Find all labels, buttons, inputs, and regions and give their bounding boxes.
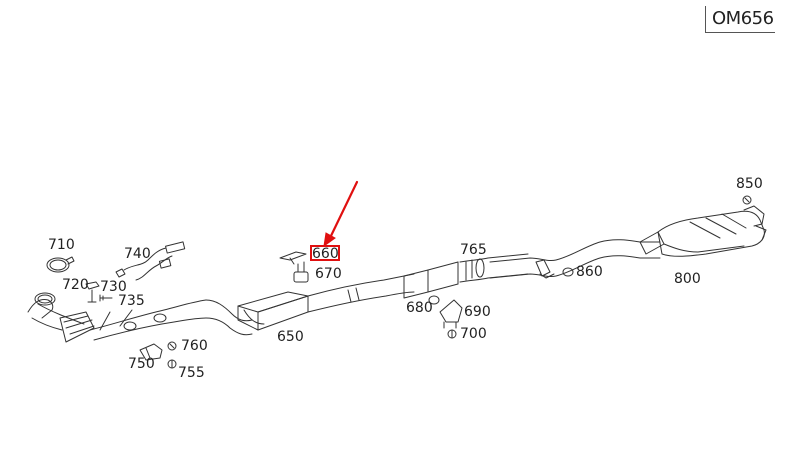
label-700[interactable]: 700 bbox=[460, 326, 487, 342]
part-735-bolt[interactable] bbox=[99, 294, 113, 302]
part-650-muffler[interactable] bbox=[237, 273, 415, 331]
part-750-clamp[interactable] bbox=[139, 343, 163, 361]
part-center-pipe[interactable] bbox=[403, 253, 529, 299]
highlight-box-660 bbox=[310, 245, 340, 261]
part-700-bolt[interactable] bbox=[447, 329, 457, 339]
label-710[interactable]: 710 bbox=[48, 237, 75, 253]
part-660-bracket[interactable] bbox=[279, 251, 307, 265]
label-800[interactable]: 800 bbox=[674, 271, 701, 287]
part-690-bracket[interactable] bbox=[439, 299, 463, 329]
label-690[interactable]: 690 bbox=[464, 304, 491, 320]
label-650[interactable]: 650 bbox=[277, 329, 304, 345]
label-680[interactable]: 680 bbox=[406, 300, 433, 316]
label-670[interactable]: 670 bbox=[315, 266, 342, 282]
part-730-sensor[interactable] bbox=[85, 281, 100, 303]
part-860-ring[interactable] bbox=[562, 267, 574, 277]
part-front-pipe-catalyst[interactable] bbox=[27, 299, 253, 343]
label-730[interactable]: 730 bbox=[100, 279, 127, 295]
label-860[interactable]: 860 bbox=[576, 264, 603, 280]
part-755-bolt[interactable] bbox=[167, 359, 177, 369]
label-750[interactable]: 750 bbox=[128, 356, 155, 372]
part-800-rear-muffler[interactable] bbox=[639, 205, 767, 257]
label-720[interactable]: 720 bbox=[62, 277, 89, 293]
part-850-nut[interactable] bbox=[742, 195, 752, 205]
label-765[interactable]: 765 bbox=[460, 242, 487, 258]
part-740-sensor[interactable] bbox=[115, 241, 186, 281]
engine-code-box: OM656 bbox=[705, 6, 775, 33]
label-760[interactable]: 760 bbox=[181, 338, 208, 354]
label-660[interactable]: 660 bbox=[312, 246, 339, 262]
pointer-arrow bbox=[323, 180, 359, 248]
part-670-hanger[interactable] bbox=[293, 261, 309, 283]
part-680-clip[interactable] bbox=[428, 295, 440, 305]
label-755[interactable]: 755 bbox=[178, 365, 205, 381]
part-710-clamp[interactable] bbox=[46, 256, 75, 273]
label-735[interactable]: 735 bbox=[118, 293, 145, 309]
label-850[interactable]: 850 bbox=[736, 176, 763, 192]
label-740[interactable]: 740 bbox=[124, 246, 151, 262]
engine-code: OM656 bbox=[712, 8, 774, 29]
part-760-nut[interactable] bbox=[167, 341, 177, 351]
part-765-rear-pipe[interactable] bbox=[489, 239, 661, 279]
part-720-gasket[interactable] bbox=[34, 292, 56, 306]
